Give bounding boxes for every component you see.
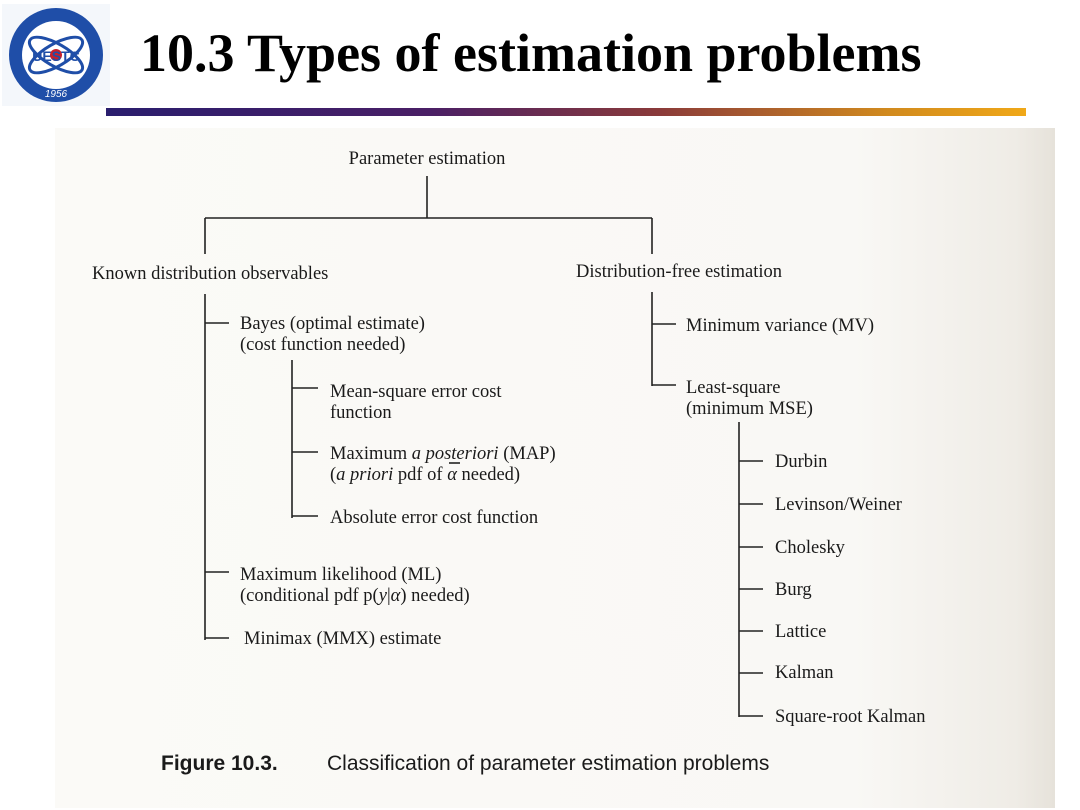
map-alpha-vector: α: [447, 465, 458, 485]
node-levinson-weiner: Levinson/Weiner: [775, 495, 902, 515]
node-map-line1: Maximum a posteriori (MAP): [330, 444, 556, 464]
node-bayes-line1: Bayes (optimal estimate): [240, 314, 425, 334]
figure-caption-number: Figure 10.3.: [161, 752, 278, 775]
seal-year: 1956: [45, 89, 68, 100]
map-line1-part-a: Maximum: [330, 444, 412, 464]
node-ml-line1: Maximum likelihood (ML): [240, 565, 441, 585]
slide-title: 10.3 Types of estimation problems: [140, 23, 922, 83]
figure-caption-text: Classification of parameter estimation p…: [327, 752, 769, 775]
map-line2-italic: a priori: [336, 465, 393, 485]
node-ml-line2: (conditional pdf p(y|α) needed): [240, 586, 470, 606]
node-least-square-line2: (minimum MSE): [686, 399, 813, 419]
node-bayes-line2: (cost function needed): [240, 335, 405, 355]
node-known-distribution: Known distribution observables: [92, 264, 328, 284]
node-lattice: Lattice: [775, 622, 826, 642]
ml-alpha-vector: α: [391, 586, 402, 606]
ml-line2-part-a: (conditional pdf p(: [240, 586, 379, 606]
node-parameter-estimation: Parameter estimation: [349, 149, 506, 169]
scanned-figure-background: [55, 128, 1055, 808]
node-cholesky: Cholesky: [775, 538, 846, 558]
node-map-line2: (a priori pdf of α needed): [330, 465, 520, 485]
node-burg: Burg: [775, 580, 812, 600]
seal-center-dot: [50, 49, 62, 61]
node-absolute-error: Absolute error cost function: [330, 508, 538, 528]
node-square-root-kalman: Square-root Kalman: [775, 707, 926, 727]
ml-line2-bar: |: [387, 586, 391, 606]
university-logo: UESTC 1956: [2, 4, 110, 106]
node-mse-line2: function: [330, 403, 392, 423]
node-kalman: Kalman: [775, 663, 834, 683]
ml-y-vector: y: [377, 586, 388, 606]
map-line1-italic: a posteriori: [412, 444, 499, 464]
university-seal-icon: UESTC 1956: [9, 8, 103, 102]
node-minimax: Minimax (MMX) estimate: [244, 629, 441, 649]
map-line2-part-a: (: [330, 465, 336, 485]
title-underline-bar: [106, 108, 1026, 116]
orbit-ellipse-b: [27, 35, 85, 75]
orbit-ellipse-a: [27, 35, 85, 75]
map-line2-part-e: needed): [457, 465, 520, 485]
node-durbin: Durbin: [775, 452, 827, 472]
node-distribution-free: Distribution-free estimation: [576, 262, 782, 282]
node-minimum-variance: Minimum variance (MV): [686, 316, 874, 336]
node-mse-line1: Mean-square error cost: [330, 382, 502, 402]
map-line2-part-c: pdf of: [393, 465, 447, 485]
seal-monogram: UESTC: [32, 48, 79, 64]
map-line1-part-c: (MAP): [499, 444, 556, 464]
ml-line2-part-e: ) needed): [400, 586, 469, 606]
node-least-square-line1: Least-square: [686, 378, 781, 398]
